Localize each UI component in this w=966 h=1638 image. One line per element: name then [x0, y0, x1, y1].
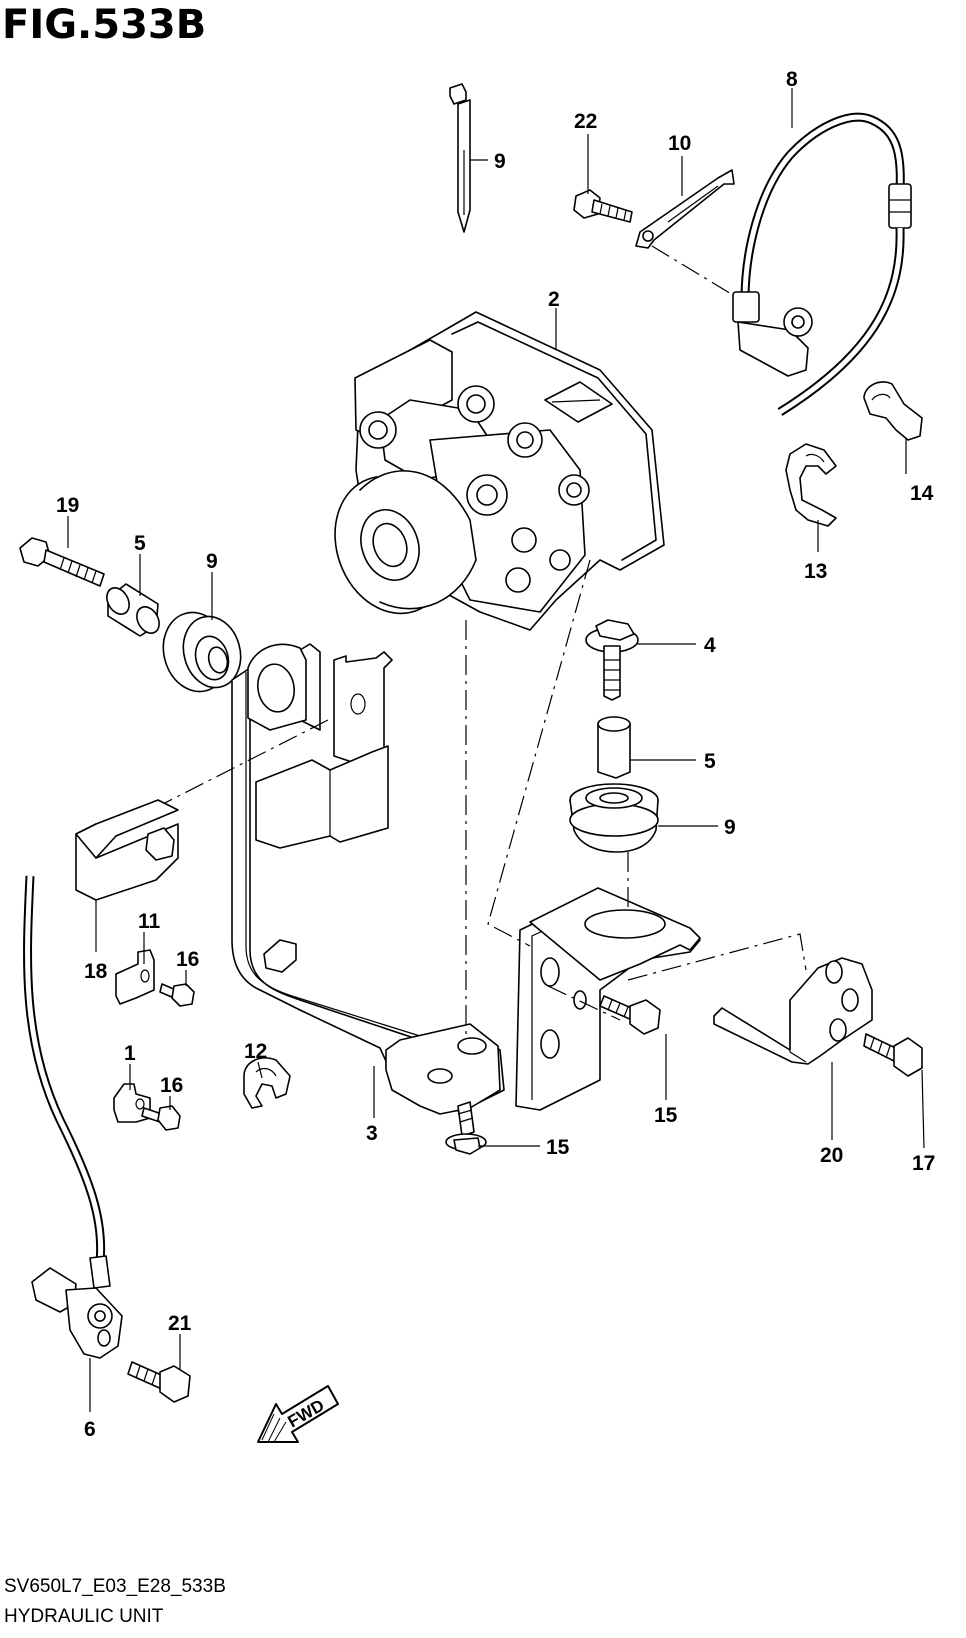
part-12-clamp[interactable] — [243, 1057, 291, 1109]
part-11-cable-tie[interactable] — [449, 83, 471, 233]
callout-9-right[interactable]: 9 — [724, 816, 736, 839]
part-15-bolt-upper[interactable] — [599, 995, 661, 1035]
callout-10[interactable]: 10 — [668, 132, 691, 155]
figure-caption: HYDRAULIC UNIT — [4, 1606, 164, 1627]
leader-15-3 — [547, 985, 621, 1021]
leader-2-3b — [487, 559, 591, 947]
callout-16-upper[interactable]: 16 — [176, 948, 199, 971]
part-22-bolt[interactable] — [573, 189, 633, 223]
part-8-wheel-sensor-front[interactable] — [732, 112, 912, 416]
callout-19[interactable]: 19 — [56, 494, 79, 517]
callout-7[interactable]: 11 — [138, 910, 161, 933]
part-9-grommet-left[interactable] — [155, 605, 249, 699]
part-5-collar-right[interactable] — [597, 716, 631, 779]
callout-22[interactable]: 22 — [574, 110, 597, 133]
part-2-hydraulic-unit[interactable] — [316, 311, 665, 631]
callout-1[interactable]: 1 — [124, 1042, 136, 1065]
callout-8[interactable]: 8 — [786, 68, 798, 91]
part-19-bolt[interactable] — [19, 537, 105, 587]
callout-16-lower[interactable]: 16 — [160, 1074, 183, 1097]
part-14-clamp[interactable] — [863, 381, 923, 441]
callout-5-left[interactable]: 5 — [134, 532, 146, 555]
figure-code: SV650L7_E03_E28_533B — [4, 1576, 226, 1597]
callout-2[interactable]: 2 — [548, 288, 560, 311]
part-3-bracket[interactable] — [231, 643, 701, 1115]
callout-4[interactable]: 4 — [704, 634, 716, 657]
callout-15-lower[interactable]: 15 — [546, 1136, 570, 1159]
part-13-clamp[interactable] — [785, 443, 837, 527]
part-21-bolt[interactable] — [127, 1361, 191, 1403]
part-7-clip[interactable] — [115, 949, 155, 1005]
callout-9-left[interactable]: 9 — [206, 550, 218, 573]
callout-12[interactable]: 12 — [244, 1040, 267, 1063]
callout-6[interactable]: 6 — [84, 1418, 96, 1441]
callout-17[interactable]: 17 — [912, 1152, 935, 1175]
part-5-collar-left[interactable] — [102, 583, 163, 637]
callout-labels: 9 22 10 8 2 14 13 19 5 9 4 5 9 18 11 16 … — [56, 68, 935, 1441]
part-16-bolt-lower[interactable] — [141, 1105, 181, 1131]
leader-20-3 — [627, 933, 807, 981]
callout-3[interactable]: 3 — [366, 1122, 378, 1145]
part-6-wheel-sensor-rear[interactable] — [23, 875, 123, 1359]
callout-20[interactable]: 20 — [820, 1144, 843, 1167]
part-16-bolt-upper[interactable] — [159, 983, 195, 1007]
part-18-spacer[interactable] — [75, 799, 179, 901]
part-20-bracket[interactable] — [713, 957, 873, 1065]
callout-21[interactable]: 21 — [168, 1312, 192, 1335]
part-9-grommet-right[interactable] — [569, 783, 659, 853]
leader-lines — [67, 88, 925, 1412]
part-10-bracket[interactable] — [635, 169, 735, 249]
callout-15-upper[interactable]: 15 — [654, 1104, 678, 1127]
callout-11[interactable]: 9 — [494, 150, 506, 173]
fwd-direction-arrow: FWD — [257, 1385, 339, 1443]
callout-5-right[interactable]: 5 — [704, 750, 716, 773]
part-15-bolt-lower[interactable] — [445, 1101, 487, 1155]
callout-18[interactable]: 18 — [84, 960, 108, 983]
callout-14[interactable]: 14 — [910, 482, 934, 505]
leader-10-8 — [651, 245, 734, 296]
part-1-clip[interactable] — [113, 1083, 151, 1123]
part-4-bolt[interactable] — [585, 619, 639, 701]
callout-13[interactable]: 13 — [804, 560, 827, 583]
figure-title: FIG.533B — [2, 2, 206, 48]
part-17-bolt[interactable] — [863, 1033, 923, 1077]
